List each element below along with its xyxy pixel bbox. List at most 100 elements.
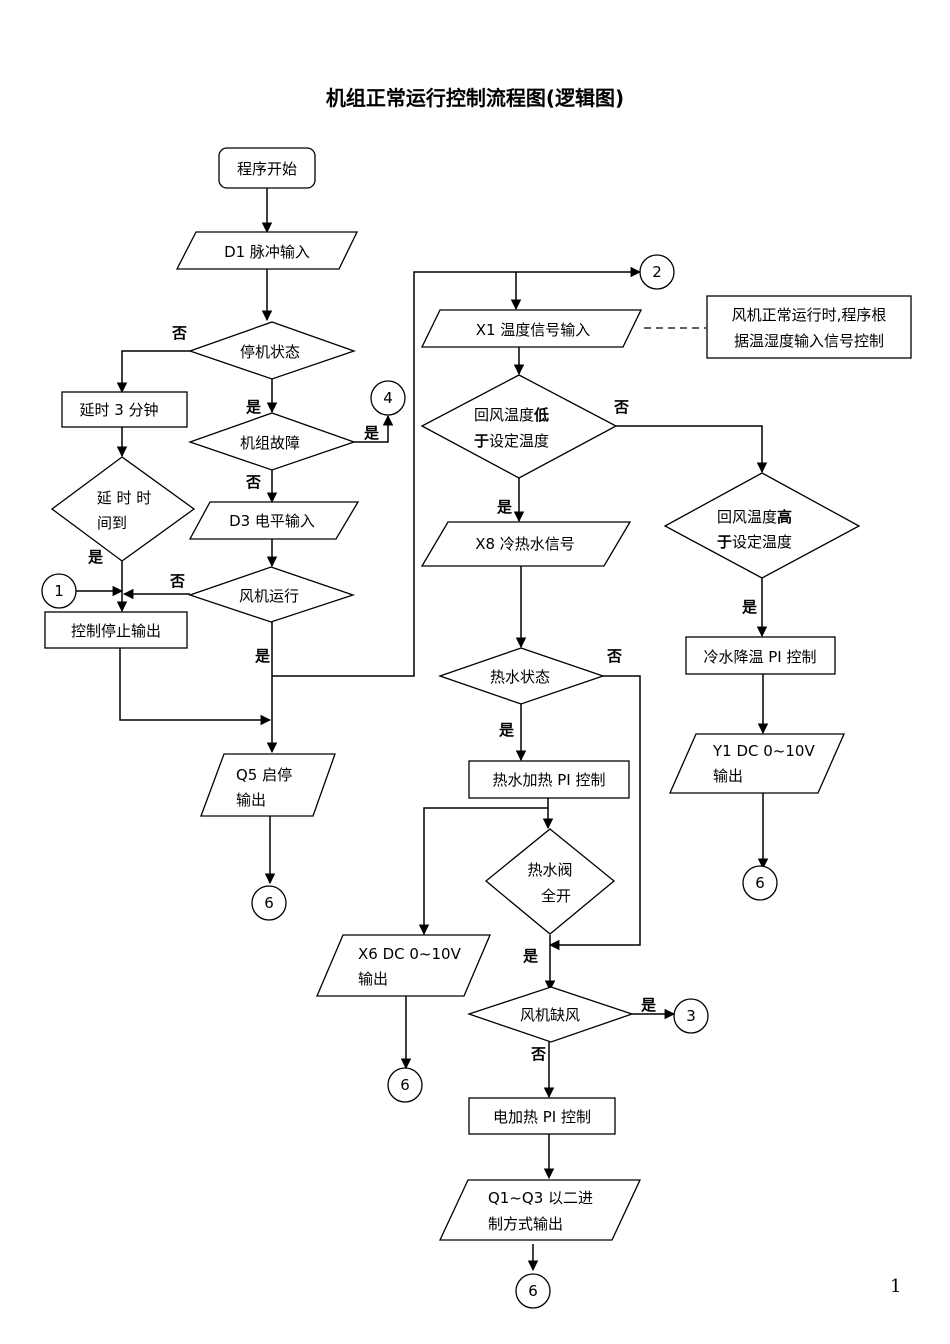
node-valve-full: 热水阀 全开 [484, 828, 616, 935]
node-start: 程序开始 [218, 147, 316, 189]
svg-text:回风温度低: 回风温度低 [474, 406, 549, 424]
node-y1-l1: Y1 DC 0~10V [712, 742, 815, 760]
node-return-high: 回风温度高 于设定温度 [663, 472, 861, 579]
node-note-l2: 据温湿度输入信号控制 [734, 332, 884, 350]
label-check-yes: 是 [87, 548, 104, 566]
node-return-high-l1b: 高 [777, 508, 792, 526]
connector-6b-label: 6 [400, 1076, 410, 1094]
connector-1: 1 [41, 573, 77, 609]
label-hotstate-yes: 是 [498, 721, 515, 739]
node-electric-pi-label: 电加热 PI 控制 [493, 1108, 591, 1126]
node-q1q3-output: Q1~Q3 以二进 制方式输出 [438, 1179, 642, 1241]
node-return-low: 回风温度低 于设定温度 [420, 374, 618, 479]
svg-text:于设定温度: 于设定温度 [717, 533, 792, 551]
edge-fan-yes-c2 [272, 266, 642, 677]
node-stop-state: 停机状态 [188, 321, 356, 380]
node-return-low-l2b: 设定温度 [489, 432, 549, 450]
node-valve-l1: 热水阀 [527, 861, 572, 879]
node-hot-pi: 热水加热 PI 控制 [468, 760, 630, 799]
connector-6b: 6 [387, 1067, 423, 1103]
node-q5-output: Q5 启停 输出 [200, 753, 336, 817]
node-unit-fault: 机组故障 [188, 412, 356, 471]
connector-6d-label: 6 [755, 874, 765, 892]
node-hot-water-state: 热水状态 [438, 647, 606, 705]
connector-6d: 6 [742, 865, 778, 901]
node-fan-no-wind: 风机缺风 [466, 986, 635, 1043]
edge-hotstate-no-merge [548, 675, 641, 951]
page-number: 1 [890, 1276, 902, 1297]
label-fan-no: 否 [169, 572, 185, 590]
node-return-low-l2a: 于 [474, 432, 489, 450]
node-x6-l1: X6 DC 0~10V [358, 945, 462, 963]
connector-6c-label: 6 [528, 1282, 538, 1300]
node-d3-label: D3 电平输入 [229, 512, 315, 530]
edges [76, 188, 769, 1272]
node-d1-input: D1 脉冲输入 [175, 231, 359, 270]
connector-2: 2 [639, 254, 675, 290]
node-d1-label: D1 脉冲输入 [224, 243, 310, 261]
connector-1-label: 1 [54, 582, 64, 600]
connector-2-label: 2 [652, 263, 662, 281]
node-x1-input: X1 温度信号输入 [420, 309, 643, 348]
label-nowind-no: 否 [530, 1045, 546, 1063]
node-note-l1: 风机正常运行时,程序根 [732, 306, 887, 324]
label-low-no: 否 [613, 398, 629, 416]
label-high-yes: 是 [741, 598, 758, 616]
node-stop-output-label: 控制停止输出 [71, 622, 161, 640]
edge-stop-no-delay [116, 350, 190, 394]
label-low-yes: 是 [496, 498, 513, 516]
label-valve-yes: 是 [522, 947, 539, 965]
node-x1-label: X1 温度信号输入 [476, 321, 591, 339]
label-nowind-yes: 是 [640, 996, 657, 1014]
edge-fault-yes-c4 [354, 414, 394, 443]
edge-hotpi-x6 [418, 798, 549, 936]
label-fault-no: 否 [245, 473, 261, 491]
connector-6a: 6 [251, 885, 287, 921]
node-return-high-l2b: 设定温度 [732, 533, 792, 551]
node-start-label: 程序开始 [237, 160, 297, 178]
node-q5-l1: Q5 启停 [236, 766, 292, 784]
node-q1q3-l1: Q1~Q3 以二进 [488, 1189, 593, 1207]
node-delay-check-l1: 延 时 时 [97, 489, 152, 507]
node-delay-check: 延 时 时 间到 [50, 456, 196, 562]
node-cold-pi: 冷水降温 PI 控制 [685, 636, 836, 675]
node-y1-output: Y1 DC 0~10V 输出 [669, 733, 845, 794]
label-stop-no: 否 [171, 324, 187, 342]
connector-6c: 6 [515, 1273, 551, 1309]
node-fan-no-wind-label: 风机缺风 [520, 1006, 580, 1024]
node-q5-l2: 输出 [236, 791, 266, 809]
label-fault-yes: 是 [363, 424, 380, 442]
node-electric-pi: 电加热 PI 控制 [468, 1097, 616, 1135]
label-stop-yes: 是 [245, 398, 262, 416]
connector-3-label: 3 [686, 1007, 696, 1025]
svg-text:回风温度高: 回风温度高 [717, 508, 792, 526]
node-delay-label: 延时 3 分钟 [79, 401, 158, 419]
edge-stop-merge [119, 648, 272, 726]
node-hot-pi-label: 热水加热 PI 控制 [492, 771, 605, 789]
node-return-low-l1b: 低 [533, 406, 549, 424]
node-fan-running: 风机运行 [187, 566, 356, 623]
connector-6a-label: 6 [264, 894, 274, 912]
node-return-low-l1a: 回风温度 [474, 406, 534, 424]
node-x6-output: X6 DC 0~10V 输出 [316, 934, 491, 997]
connector-4-label: 4 [383, 389, 393, 407]
node-delay-check-l2: 间到 [97, 514, 127, 532]
node-valve-l2: 全开 [541, 887, 571, 905]
label-fan-yes: 是 [254, 647, 271, 665]
node-return-high-l2a: 于 [717, 533, 732, 551]
connector-4: 4 [370, 380, 406, 416]
node-hot-water-state-label: 热水状态 [490, 668, 550, 686]
label-hotstate-no: 否 [606, 647, 622, 665]
node-x8-signal: X8 冷热水信号 [420, 521, 632, 567]
edge-low-no-high [616, 425, 768, 474]
node-y1-l2: 输出 [713, 767, 743, 785]
node-unit-fault-label: 机组故障 [240, 434, 300, 452]
node-delay-3min: 延时 3 分钟 [61, 391, 188, 428]
node-stop-state-label: 停机状态 [240, 343, 300, 361]
node-cold-pi-label: 冷水降温 PI 控制 [703, 648, 816, 666]
page-title: 机组正常运行控制流程图(逻辑图) [325, 86, 625, 110]
node-q1q3-l2: 制方式输出 [488, 1215, 563, 1233]
svg-text:于设定温度: 于设定温度 [474, 432, 549, 450]
edge-labels: 否 是 是 否 是 否 是 否 是 是 否 是 是 是 否 [87, 324, 758, 1063]
